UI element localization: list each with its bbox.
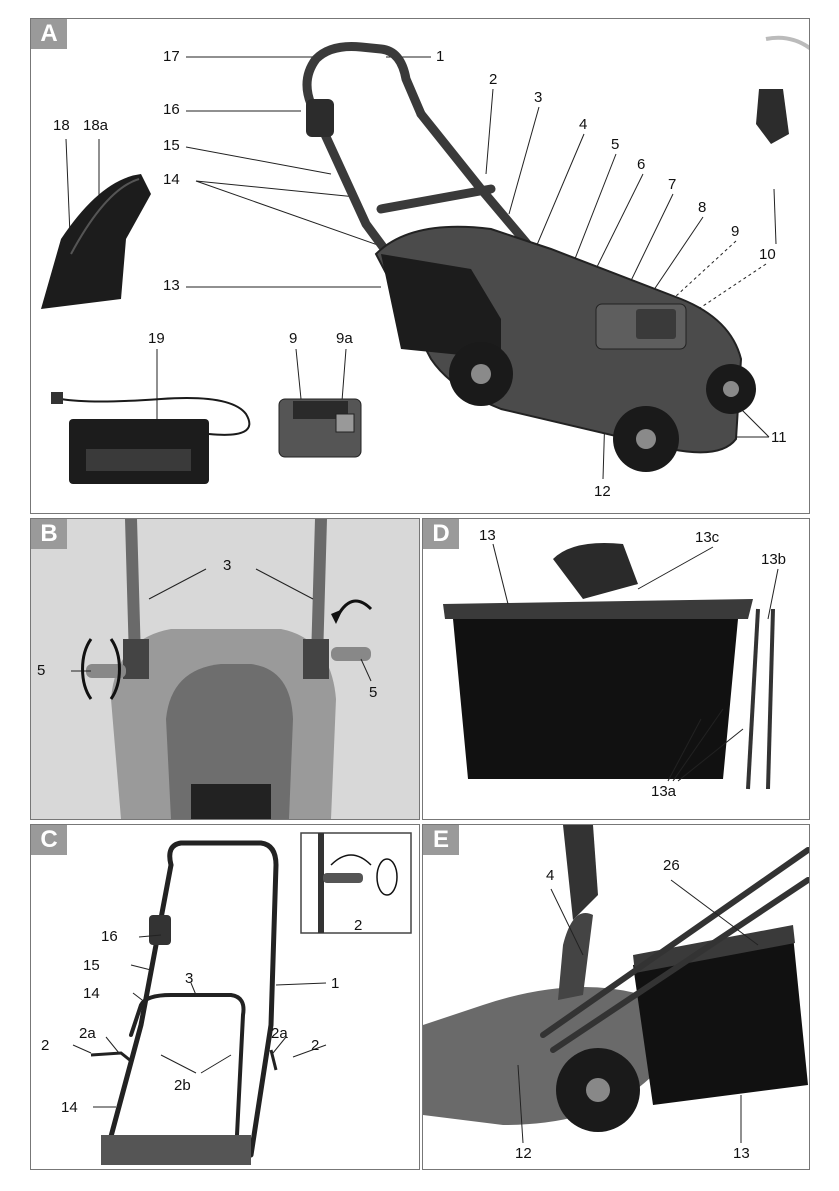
label-5-right: 5 [369,684,377,701]
label-18: 18 [53,117,70,134]
label-18a: 18a [83,117,108,134]
panel-b-letter: B [31,519,67,549]
label-11: 11 [771,429,787,446]
manual-figure-page: A [30,18,810,1168]
label-9: 9 [731,223,739,240]
label-2-left: 2 [41,1037,49,1054]
label-2a-right: 2a [271,1025,288,1042]
label-13: 13 [479,527,496,544]
panel-c-letter: C [31,825,67,855]
label-16: 16 [163,101,180,118]
label-3: 3 [185,970,193,987]
panel-d: D 13 13c 13b 13a [422,518,810,820]
label-1: 1 [331,975,339,992]
panel-d-letter: D [423,519,459,549]
panel-a-illustration [31,19,809,513]
panel-d-illustration [423,519,809,819]
label-26: 26 [663,857,680,874]
panel-a-letter: A [31,19,67,49]
label-10: 10 [759,246,776,263]
label-12: 12 [515,1145,532,1162]
label-8: 8 [698,199,706,216]
label-5: 5 [611,136,619,153]
label-16: 16 [101,928,118,945]
label-13b: 13b [761,551,786,568]
label-17: 17 [163,48,180,65]
panel-a: A [30,18,810,514]
label-14-top: 14 [83,985,100,1002]
label-3: 3 [223,557,231,574]
label-1: 1 [436,48,444,65]
switch-box [306,99,334,137]
label-2-inset: 2 [354,917,362,934]
label-2: 2 [489,71,497,88]
label-3: 3 [534,89,542,106]
label-2-right: 2 [311,1037,319,1054]
label-7: 7 [668,176,676,193]
panel-e: E 4 26 12 13 [422,824,810,1170]
label-15: 15 [163,137,180,154]
label-2b: 2b [174,1077,191,1094]
label-9-battery: 9 [289,330,297,347]
label-12: 12 [594,483,611,500]
label-19: 19 [148,330,165,347]
panel-e-illustration [423,825,809,1169]
panel-e-letter: E [423,825,459,855]
label-4: 4 [546,867,554,884]
label-13: 13 [163,277,180,294]
label-14-bottom: 14 [61,1099,78,1116]
switch-box [149,915,171,945]
label-9a: 9a [336,330,353,347]
label-13c: 13c [695,529,719,546]
label-2a-left: 2a [79,1025,96,1042]
panel-c: C [30,824,420,1170]
label-13: 13 [733,1145,750,1162]
label-6: 6 [637,156,645,173]
label-13a: 13a [651,783,676,800]
label-15: 15 [83,957,100,974]
label-5-left: 5 [37,662,45,679]
label-14: 14 [163,171,180,188]
panel-b: B [30,518,420,820]
label-4: 4 [579,116,587,133]
